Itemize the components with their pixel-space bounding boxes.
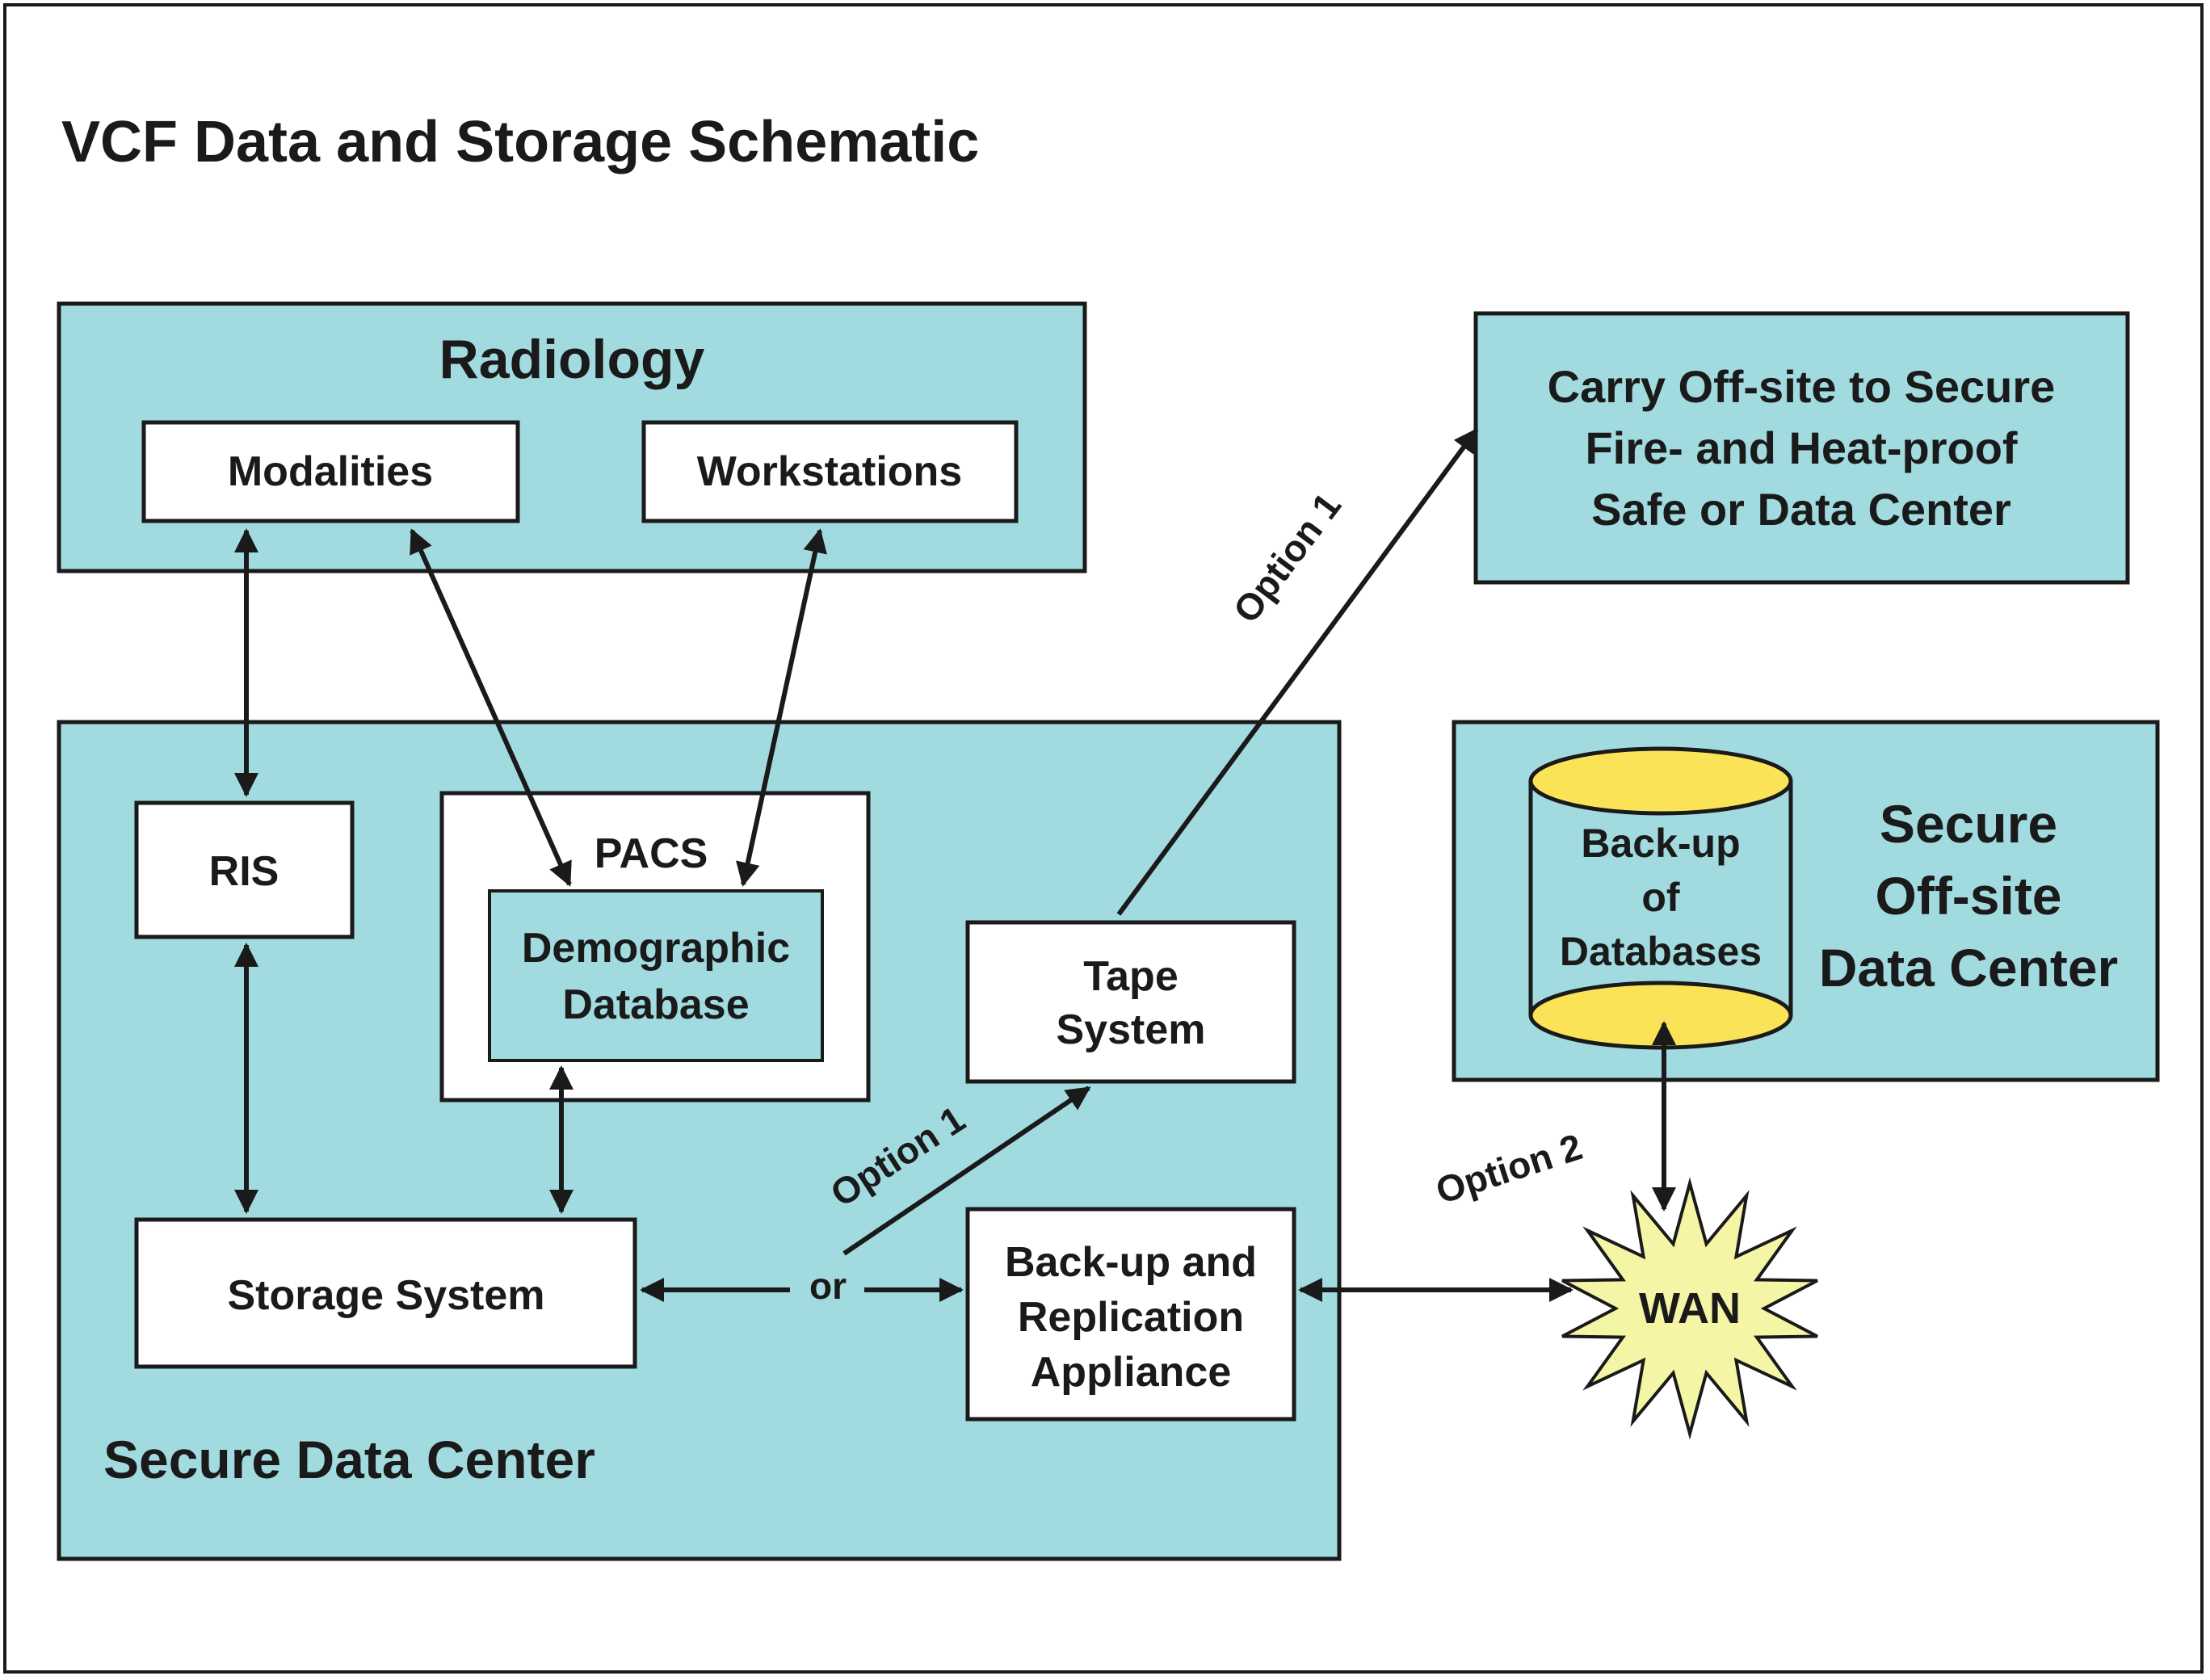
tape-offsite-option1-arrow — [1116, 427, 1479, 916]
storage-system-label: Storage System — [227, 1272, 544, 1319]
offsite-data-center-group: Secure Off-site Data Center Back-up of D… — [1452, 720, 2160, 1082]
ris-box — [134, 800, 355, 939]
cylinder-line3: Databases — [1560, 929, 1762, 974]
workstations-label: Workstations — [697, 448, 962, 495]
modalities-pacs-arrow — [410, 528, 572, 887]
demographic-line1: Demographic — [522, 925, 790, 972]
option1-upper-label: Option 1 — [1225, 485, 1349, 630]
pacs-label: PACS — [595, 830, 708, 877]
workstations-box — [641, 420, 1019, 523]
ris-label: RIS — [209, 848, 279, 895]
cylinder-line1: Back-up — [1581, 821, 1740, 866]
backup-line1: Back-up and — [1005, 1239, 1257, 1286]
tape-line1: Tape — [1083, 953, 1179, 1000]
connectors — [234, 427, 1676, 1302]
modalities-box — [141, 420, 520, 523]
wan-group: WAN — [1561, 1177, 1818, 1440]
secure-data-center-group: Secure Data Center RIS PACS Demographic … — [57, 720, 1342, 1561]
radiology-label: Radiology — [439, 329, 705, 390]
demographic-line2: Database — [562, 981, 749, 1028]
offsite-safe-line3: Safe or Data Center — [1591, 484, 2011, 535]
offsite-safe-line2: Fire- and Heat-proof — [1585, 422, 2017, 473]
or-tape-option1-arrow — [842, 1086, 1091, 1256]
storage-system-box — [134, 1217, 637, 1369]
backup-appliance-box — [965, 1207, 1296, 1422]
radiology-group: Radiology Modalities Workstations — [57, 301, 1087, 573]
modalities-label: Modalities — [228, 448, 433, 495]
backup-line2: Replication — [1018, 1294, 1244, 1341]
diagram-title: VCF Data and Storage Schematic — [61, 110, 979, 174]
offsite-center-line3: Data Center — [1819, 938, 2118, 998]
offsite-safe-group: Carry Off-site to Secure Fire- and Heat-… — [1473, 311, 2130, 585]
option2-label: Option 2 — [1431, 1125, 1586, 1212]
cylinder-line2: of — [1641, 875, 1680, 920]
demographic-database-box — [488, 889, 824, 1062]
tape-system-box — [965, 920, 1296, 1084]
wan-starburst-icon — [1561, 1177, 1818, 1440]
wan-label: WAN — [1639, 1284, 1741, 1333]
or-label: or — [809, 1265, 847, 1307]
offsite-safe-box — [1473, 311, 2130, 585]
offsite-center-line1: Secure — [1880, 794, 2057, 854]
offsite-safe-line1: Carry Off-site to Secure — [1548, 361, 2056, 412]
database-cylinder-icon — [1528, 746, 1793, 1050]
offsite-center-line2: Off-site — [1876, 866, 2062, 926]
workstations-pacs-arrow — [736, 528, 827, 887]
secure-data-center-label: Secure Data Center — [103, 1430, 595, 1489]
tape-line2: System — [1057, 1006, 1206, 1053]
backup-line3: Appliance — [1031, 1349, 1232, 1396]
